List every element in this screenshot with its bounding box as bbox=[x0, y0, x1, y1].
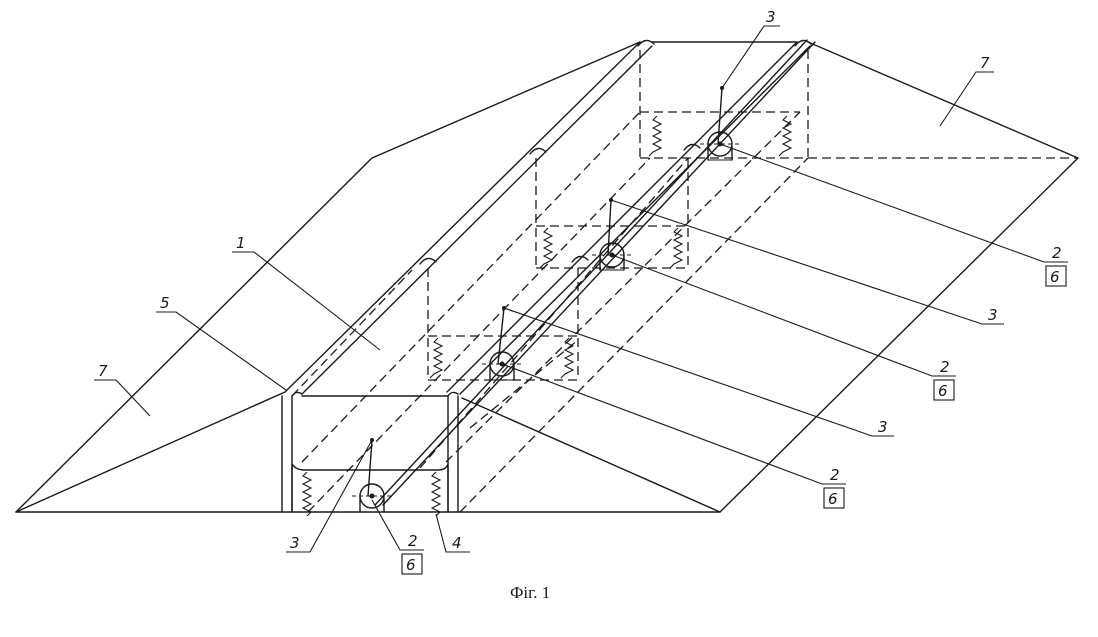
spring-upper-right bbox=[669, 227, 684, 269]
axle-supports bbox=[352, 131, 740, 513]
trough-body bbox=[281, 39, 816, 513]
figure-caption: Фіг. 1 bbox=[510, 583, 550, 602]
axle-front bbox=[352, 483, 392, 513]
left-ramp bbox=[15, 41, 721, 513]
hidden-edges bbox=[291, 50, 809, 513]
label-3-right-mid: 3 bbox=[878, 418, 888, 436]
levers bbox=[367, 86, 724, 497]
label-2-upper: 2 bbox=[1052, 244, 1062, 262]
spring-mid-right bbox=[560, 337, 575, 379]
label-1: 1 bbox=[236, 234, 246, 252]
label-7-right: 7 bbox=[980, 54, 990, 72]
label-6-upper: 6 bbox=[1050, 268, 1060, 286]
label-7-left: 7 bbox=[98, 362, 108, 380]
label-3-bottom: 3 bbox=[290, 534, 300, 552]
spring-mid-left bbox=[429, 337, 444, 379]
leader-lines bbox=[94, 25, 1068, 553]
reference-labels: 1 5 7 7 3 3 3 3 4 2 6 2 6 2 6 2 6 bbox=[98, 8, 1067, 575]
label-5: 5 bbox=[160, 294, 170, 312]
axle-mid bbox=[482, 351, 522, 381]
right-ramp bbox=[719, 41, 1079, 513]
spring-back-right bbox=[778, 115, 793, 157]
label-6-mid: 6 bbox=[938, 382, 948, 400]
label-2-bottom: 2 bbox=[408, 532, 418, 550]
spring-front-right bbox=[430, 471, 442, 517]
label-2-mid: 2 bbox=[940, 358, 950, 376]
spring-front-left bbox=[301, 471, 313, 517]
axle-upper bbox=[592, 242, 632, 271]
label-3-right-upper: 3 bbox=[988, 306, 998, 324]
label-2-lower: 2 bbox=[830, 466, 840, 484]
springs bbox=[301, 115, 793, 517]
label-6-bottom: 6 bbox=[406, 556, 416, 574]
spring-upper-left bbox=[539, 227, 554, 269]
label-3-top: 3 bbox=[766, 8, 776, 26]
label-4: 4 bbox=[452, 534, 462, 552]
label-6-lower: 6 bbox=[828, 490, 838, 508]
spring-back-left bbox=[648, 115, 663, 157]
